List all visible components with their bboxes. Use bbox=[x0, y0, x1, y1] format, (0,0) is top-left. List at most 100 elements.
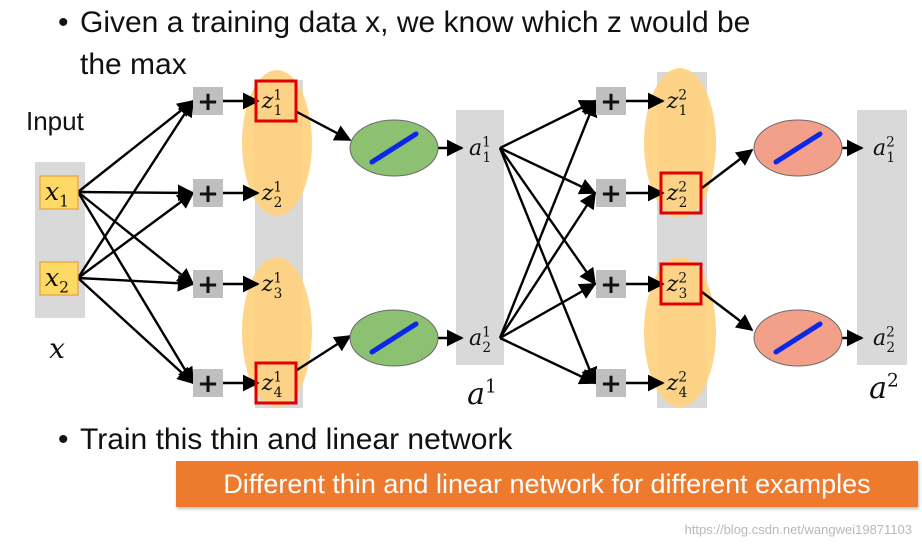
input-node-2: x2 bbox=[45, 263, 69, 296]
layer2-linear-unit-top-linear-line bbox=[773, 131, 823, 165]
layer1-z3-superscript: 1 bbox=[273, 271, 282, 287]
layer2-z4-base: z bbox=[666, 371, 679, 396]
edge-a12-to-plus3 bbox=[499, 282, 597, 340]
edge-z23-to-unit-bottom bbox=[701, 291, 754, 332]
layer1-plus-2-symbol: + bbox=[197, 179, 219, 209]
callout-banner: Different thin and linear network for di… bbox=[176, 461, 918, 507]
layer2-plus-1 bbox=[596, 87, 626, 115]
input-node-1: x1 bbox=[45, 177, 69, 210]
layer1-a-column bbox=[456, 110, 504, 365]
edge-x2-to-plus1 bbox=[76, 99, 195, 279]
edge-x1-to-plus4 bbox=[76, 191, 195, 385]
edge-a11-to-plus1 bbox=[499, 99, 597, 150]
edge-x1-to-plus2 bbox=[77, 184, 195, 202]
layer2-linear-unit-bottom-linear-line bbox=[773, 321, 823, 355]
layer2-a1-base: a bbox=[873, 136, 886, 161]
layer2-a2-base: a bbox=[873, 326, 886, 351]
edge-x1-to-plus3 bbox=[77, 191, 195, 286]
layer2-plus-3-symbol: + bbox=[600, 270, 622, 300]
layer2-z2-superscript: 2 bbox=[678, 180, 687, 196]
layer2-z3-highlight bbox=[659, 262, 703, 306]
layer1-z3-subscript: 3 bbox=[274, 286, 283, 302]
input-node-2-base: x bbox=[45, 263, 59, 292]
layer2-a2-subscript: 2 bbox=[886, 340, 895, 356]
input-vector-label: x bbox=[49, 332, 65, 365]
input-vector-label-base: x bbox=[49, 332, 65, 365]
layer1-linear-unit-top-linear-line bbox=[369, 131, 419, 165]
layer1-z1-superscript: 1 bbox=[273, 88, 282, 104]
edges-layer bbox=[76, 92, 864, 392]
layer2-z2-subscript: 2 bbox=[679, 195, 688, 211]
input-node-1-base: x bbox=[45, 177, 59, 206]
layer1-plus-1 bbox=[193, 87, 223, 115]
edge-a11-to-plus3 bbox=[499, 147, 596, 286]
layer2-z4-superscript: 2 bbox=[678, 370, 687, 386]
layer1-z3-base: z bbox=[261, 272, 274, 297]
watermark: https://blog.csdn.net/wangwei19871103 bbox=[684, 522, 912, 537]
bullet-dot: • bbox=[58, 6, 69, 39]
bullet-1-text: Given a training data x, we know which z… bbox=[80, 6, 751, 39]
layer2-plus-4-symbol: + bbox=[600, 369, 622, 399]
layer2-z3-superscript: 2 bbox=[678, 271, 687, 287]
input-node-1-subscript: 1 bbox=[59, 192, 69, 210]
layer2-z4-subscript: 4 bbox=[679, 385, 688, 401]
edge-a12-to-plus1 bbox=[498, 99, 598, 339]
edge-z14-to-unit-bottom bbox=[296, 334, 352, 372]
layer1-z4-highlight bbox=[254, 361, 298, 405]
layer1-z4-superscript: 1 bbox=[273, 370, 282, 386]
bullet-1-continuation: the max bbox=[80, 47, 187, 83]
layer2-z3-base: z bbox=[666, 272, 679, 297]
layer1-z2-subscript: 2 bbox=[274, 195, 283, 211]
layer2-plus-2-symbol: + bbox=[600, 179, 622, 209]
edge-x2-to-plus3 bbox=[77, 274, 195, 292]
edge-x1-to-plus1 bbox=[77, 99, 195, 193]
layer2-z1-subscript: 1 bbox=[679, 103, 688, 119]
layer1-z2-base: z bbox=[261, 181, 274, 206]
edge-a11-to-plus2 bbox=[499, 146, 597, 195]
layer2-z3-subscript: 3 bbox=[679, 286, 688, 302]
bullet-2: •Train this thin and linear network bbox=[58, 422, 512, 458]
layer2-plus-2 bbox=[596, 179, 626, 207]
layer1-a2-superscript: 1 bbox=[482, 325, 491, 341]
edge-x2-to-plus2 bbox=[77, 192, 195, 279]
layer1-plus-4-symbol: + bbox=[197, 369, 219, 399]
layer1-z1-subscript: 1 bbox=[274, 103, 283, 119]
layer2-a1-subscript: 1 bbox=[886, 150, 895, 166]
layer2-plus-3 bbox=[596, 270, 626, 298]
edge-a12-to-plus2 bbox=[498, 191, 597, 339]
layer2-z2-highlight bbox=[659, 171, 703, 215]
bullet-2-text: Train this thin and linear network bbox=[80, 423, 513, 456]
layer2-a1-superscript: 2 bbox=[886, 135, 895, 151]
bullet-1: • Given a training data x, we know which … bbox=[58, 5, 750, 41]
layer1-z2-superscript: 1 bbox=[273, 180, 282, 196]
input-node-box-2 bbox=[39, 261, 79, 296]
layer1-plus-4 bbox=[193, 369, 223, 397]
layer2-vector-label-base: a bbox=[869, 371, 887, 406]
edge-a12-to-plus4 bbox=[499, 336, 597, 385]
layer1-vector-label: a1 bbox=[467, 377, 497, 412]
layer1-vector-label-base: a bbox=[467, 377, 485, 412]
layer1-a1-base: a bbox=[469, 136, 482, 161]
layer1-z1-base: z bbox=[261, 89, 274, 114]
layer2-plus-4 bbox=[596, 369, 626, 397]
layer1-plus-3 bbox=[193, 270, 223, 298]
layer2-z1-superscript: 2 bbox=[678, 88, 687, 104]
layer1-a2-base: a bbox=[469, 326, 482, 351]
layer2-plus-1-symbol: + bbox=[600, 87, 622, 117]
layer2-z2-base: z bbox=[666, 181, 679, 206]
layer1-plus-3-symbol: + bbox=[197, 270, 219, 300]
